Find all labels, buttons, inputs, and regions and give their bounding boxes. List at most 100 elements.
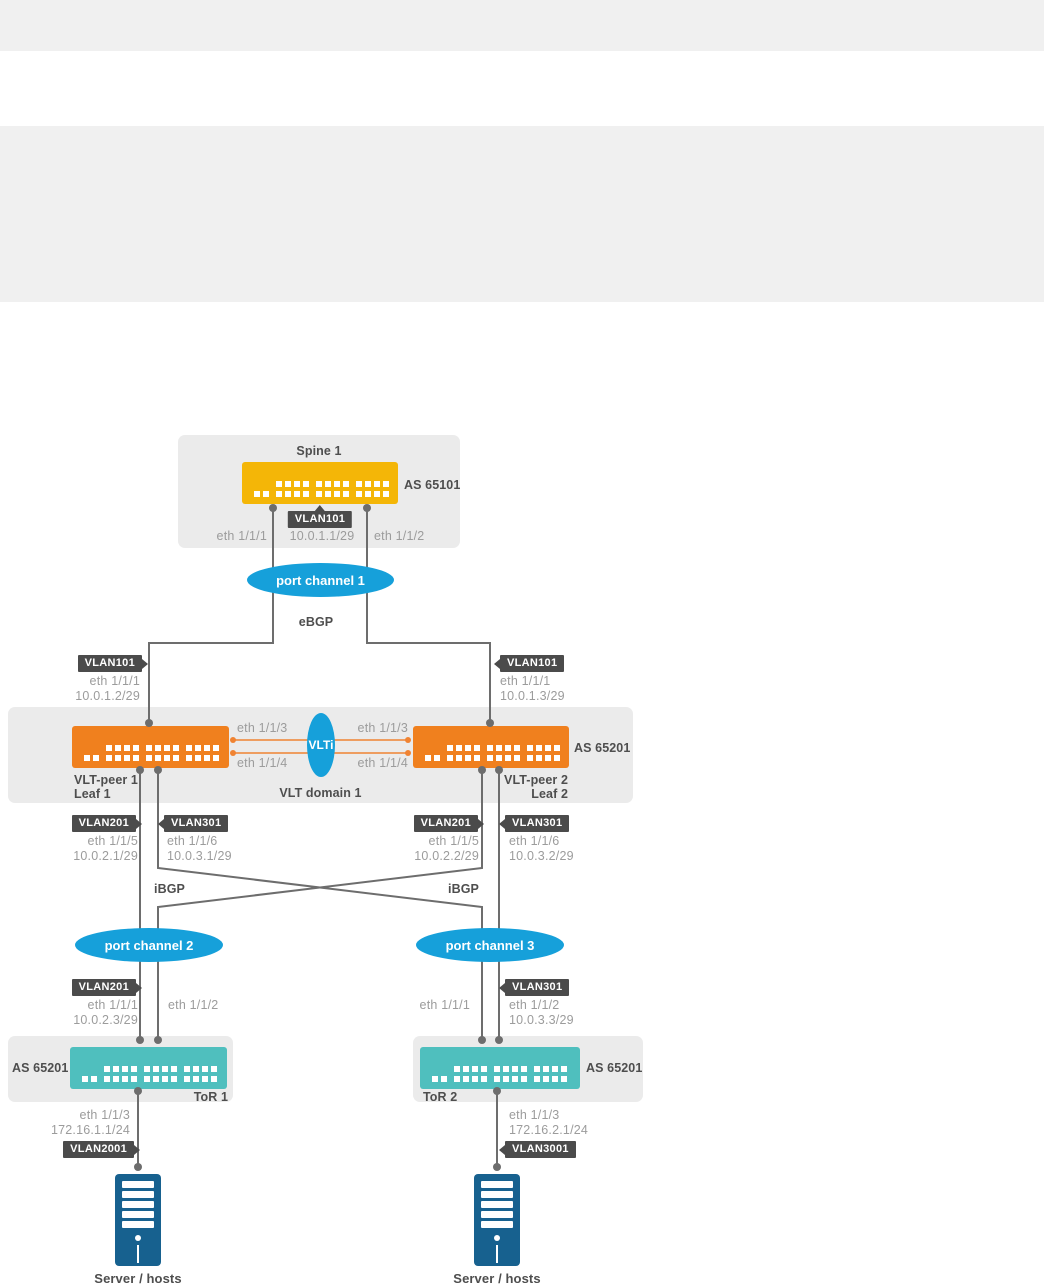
switch-ports-pattern — [432, 1066, 567, 1082]
vlti-left-top-port: eth 1/1/3 — [237, 721, 288, 735]
tor2-uplink2-port: eth 1/1/2 — [509, 998, 560, 1012]
server-slat — [122, 1181, 154, 1188]
spine-right-port-label: eth 1/1/2 — [374, 529, 425, 543]
leaf1-vlan201-ip: 10.0.2.1/29 — [73, 849, 138, 863]
leaf1-name-block: VLT-peer 1 Leaf 1 — [74, 773, 138, 801]
server2-label: Server / hosts — [453, 1271, 541, 1286]
server2-icon — [474, 1174, 520, 1266]
tor1-down-ip: 172.16.1.1/24 — [50, 1123, 130, 1137]
server-slat — [481, 1191, 513, 1198]
leaf1-vlan301-port-ip: eth 1/1/6 10.0.3.1/29 — [167, 834, 232, 864]
server-power-dot — [135, 1235, 141, 1241]
ebgp-label: eBGP — [298, 615, 334, 629]
spine-vlan101-tag: VLAN101 — [287, 505, 353, 528]
top-gray-band — [0, 0, 1044, 51]
server-slat — [122, 1201, 154, 1208]
leaf1-vlan301-tag: VLAN301 — [157, 815, 229, 832]
vlt-peer1-label: VLT-peer 1 — [74, 773, 138, 787]
spine-left-port-label: eth 1/1/1 — [216, 529, 267, 543]
leaf2-vlan201-port-ip: eth 1/1/5 10.0.2.2/29 — [414, 834, 479, 864]
switch-ports-pattern — [82, 1066, 217, 1082]
leaf2-uplink-port-ip: eth 1/1/1 10.0.1.3/29 — [500, 674, 565, 704]
spine-switch — [242, 462, 398, 504]
switch-ports-pattern — [254, 481, 389, 497]
vlt-as-label: AS 65201 — [574, 741, 631, 755]
leaf2-vlan201-ip: 10.0.2.2/29 — [414, 849, 479, 863]
spine-as-label: AS 65101 — [404, 478, 461, 492]
leaf2-vlan201-port: eth 1/1/5 — [428, 834, 479, 848]
leaf2-vlan201-tag: VLAN201 — [413, 815, 485, 832]
vlt-domain-label: VLT domain 1 — [279, 786, 362, 800]
spine-svi-ip-label: 10.0.1.1/29 — [289, 529, 355, 543]
tor1-as-label: AS 65201 — [12, 1061, 69, 1075]
leaf2-uplink-ip: 10.0.1.3/29 — [500, 689, 565, 703]
tor2-uplink1-port: eth 1/1/1 — [419, 998, 470, 1012]
tor1-uplink1-port-ip: eth 1/1/1 10.0.2.3/29 — [73, 998, 138, 1028]
server-slat — [122, 1191, 154, 1198]
leaf2-vlan301-ip: 10.0.3.2/29 — [509, 849, 574, 863]
server1-label: Server / hosts — [94, 1271, 182, 1286]
tor1-name-label: ToR 1 — [193, 1090, 228, 1104]
switch-ports-pattern — [84, 745, 219, 761]
tor2-vlan301-tag: VLAN301 — [498, 979, 570, 996]
tor2-down-ip: 172.16.2.1/24 — [509, 1123, 589, 1137]
tor2-uplink2-port-ip: eth 1/1/2 10.0.3.3/29 — [509, 998, 574, 1028]
second-gray-band — [0, 126, 1044, 302]
port-channel-3-ellipse: port channel 3 — [416, 928, 564, 962]
tor2-down-port: eth 1/1/3 — [509, 1108, 560, 1122]
server1-icon — [115, 1174, 161, 1266]
leaf2-label: Leaf 2 — [531, 787, 568, 801]
tor1-uplink2-port: eth 1/1/2 — [168, 998, 219, 1012]
server-slat — [481, 1181, 513, 1188]
server-front-line — [496, 1245, 498, 1263]
leaf1-uplink-port: eth 1/1/1 — [89, 674, 140, 688]
leaf1-uplink-vlan-tag: VLAN101 — [77, 655, 149, 672]
switch-ports-pattern — [425, 745, 560, 761]
vlti-label: VLTi — [308, 738, 334, 752]
server-slat — [481, 1211, 513, 1218]
tor2-downlink-port-ip: eth 1/1/3 172.16.2.1/24 — [509, 1108, 588, 1138]
leaf2-switch — [413, 726, 569, 768]
tor2-uplink2-ip: 10.0.3.3/29 — [509, 1013, 574, 1027]
tor1-uplink1-ip: 10.0.2.3/29 — [73, 1013, 138, 1027]
leaf1-label: Leaf 1 — [74, 787, 111, 801]
ibgp-right-label: iBGP — [448, 882, 479, 896]
server-slat — [122, 1211, 154, 1218]
vlti-ellipse: VLTi — [307, 713, 335, 777]
tor2-switch — [420, 1047, 580, 1089]
port-channel-2-ellipse: port channel 2 — [75, 928, 223, 962]
leaf1-switch — [72, 726, 229, 768]
leaf2-name-block: VLT-peer 2 Leaf 2 — [504, 773, 568, 801]
server-front-line — [137, 1245, 139, 1263]
leaf1-vlan201-port-ip: eth 1/1/5 10.0.2.1/29 — [73, 834, 138, 864]
tor2-name-label: ToR 2 — [423, 1090, 458, 1104]
ibgp-left-label: iBGP — [154, 882, 185, 896]
leaf1-vlan201-port: eth 1/1/5 — [87, 834, 138, 848]
tor2-as-label: AS 65201 — [586, 1061, 643, 1075]
leaf1-vlan301-port: eth 1/1/6 — [167, 834, 218, 848]
tor1-uplink1-port: eth 1/1/1 — [87, 998, 138, 1012]
vlti-left-bottom-port: eth 1/1/4 — [237, 756, 288, 770]
leaf2-vlan301-tag: VLAN301 — [498, 815, 570, 832]
leaf1-vlan201-tag: VLAN201 — [71, 815, 143, 832]
server-slat — [481, 1221, 513, 1228]
leaf2-uplink-port: eth 1/1/1 — [500, 674, 551, 688]
tor1-down-port: eth 1/1/3 — [79, 1108, 130, 1122]
server-slat — [122, 1221, 154, 1228]
leaf2-vlan301-port: eth 1/1/6 — [509, 834, 560, 848]
tor1-vlan2001-tag: VLAN2001 — [63, 1141, 140, 1158]
port-channel-3-label: port channel 3 — [445, 937, 535, 953]
leaf1-uplink-ip: 10.0.1.2/29 — [75, 689, 140, 703]
port-channel-1-ellipse: port channel 1 — [247, 563, 394, 597]
tor1-downlink-port-ip: eth 1/1/3 172.16.1.1/24 — [51, 1108, 130, 1138]
port-channel-1-label: port channel 1 — [276, 572, 365, 588]
tor1-switch — [70, 1047, 227, 1089]
port-channel-2-label: port channel 2 — [104, 937, 194, 953]
vlti-right-top-port: eth 1/1/3 — [357, 721, 408, 735]
vlt-peer2-label: VLT-peer 2 — [504, 773, 568, 787]
leaf1-uplink-port-ip: eth 1/1/1 10.0.1.2/29 — [75, 674, 140, 704]
server-power-dot — [494, 1235, 500, 1241]
spine-title: Spine 1 — [296, 444, 342, 458]
leaf2-vlan301-port-ip: eth 1/1/6 10.0.3.2/29 — [509, 834, 574, 864]
